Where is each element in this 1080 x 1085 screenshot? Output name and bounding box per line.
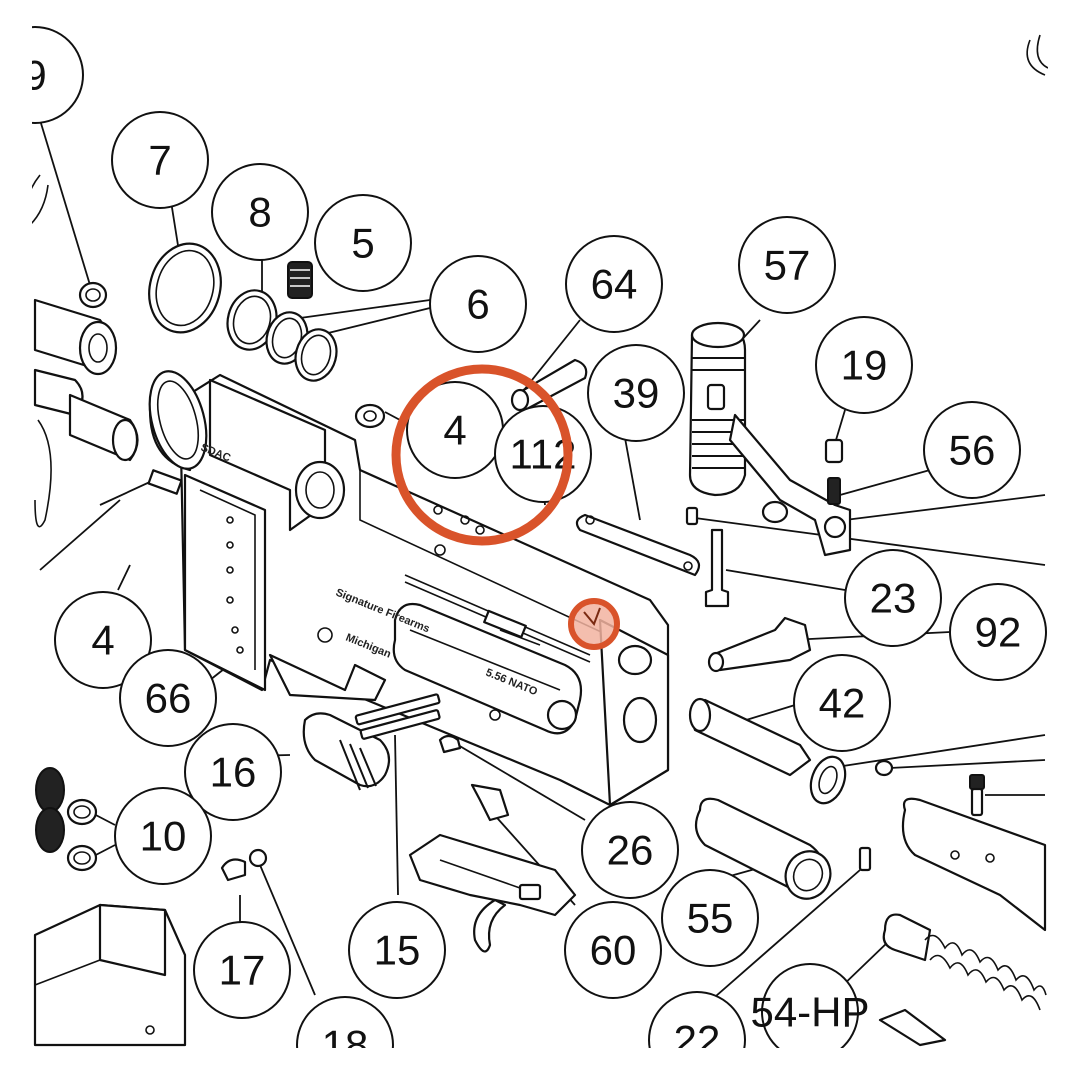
callout-54-hp: 54-HP — [750, 963, 870, 1061]
callout-label-54-hp: 54-HP — [750, 989, 869, 1036]
recoil-spring-part — [878, 913, 1047, 1047]
callout-label-19: 19 — [841, 342, 888, 389]
callout-label-4-upper: 4 — [443, 407, 466, 454]
receiver-body: SDAC Signature Firearms Michigan 5.56 NA… — [148, 370, 670, 807]
callout-label-7: 7 — [148, 137, 171, 184]
callout-label-26: 26 — [607, 827, 654, 874]
callout-label-60: 60 — [590, 927, 637, 974]
callout-label-23: 23 — [870, 575, 917, 622]
callout-56: 56 — [923, 401, 1021, 499]
callout-label-42: 42 — [819, 680, 866, 727]
right-margin — [1048, 0, 1080, 1080]
callout-label-8: 8 — [248, 189, 271, 236]
callout-label-39: 39 — [613, 370, 660, 417]
callout-7: 7 — [111, 111, 209, 209]
callout-8: 8 — [211, 163, 309, 261]
callout-bubbles: 9 7 8 5 6 64 57 19 — [0, 26, 1047, 1085]
callout-17: 17 — [193, 921, 291, 1019]
highlight-overlays — [391, 364, 620, 650]
callout-10: 10 — [114, 787, 212, 885]
callout-55: 55 — [661, 869, 759, 967]
callout-26: 26 — [581, 801, 679, 899]
left-margin — [0, 0, 32, 1080]
callout-label-17: 17 — [219, 947, 266, 994]
callout-5: 5 — [314, 194, 412, 292]
callout-label-55: 55 — [687, 895, 734, 942]
callout-label-5: 5 — [351, 220, 374, 267]
callout-label-57: 57 — [764, 242, 811, 289]
callout-4-lower: 4 — [54, 591, 152, 689]
callout-label-10: 10 — [140, 813, 187, 860]
callout-15: 15 — [348, 901, 446, 999]
callout-92: 92 — [949, 583, 1047, 681]
callout-23: 23 — [844, 549, 942, 647]
highlight-ring-large — [391, 364, 573, 546]
callout-label-6: 6 — [466, 281, 489, 328]
callout-57: 57 — [738, 216, 836, 314]
callout-64: 64 — [565, 235, 663, 333]
bottom-margin — [0, 1048, 1080, 1080]
trigger-group-part — [408, 833, 577, 953]
callout-42: 42 — [793, 654, 891, 752]
callout-label-66: 66 — [145, 675, 192, 722]
highlight-pointer-mark — [583, 607, 601, 626]
parts-line-art: SDAC Signature Firearms Michigan 5.56 NA… — [25, 34, 1049, 1047]
callout-19: 19 — [815, 316, 913, 414]
callout-6: 6 — [429, 255, 527, 353]
callout-label-64: 64 — [591, 261, 638, 308]
callout-label-4-lower: 4 — [91, 617, 114, 664]
callout-16: 16 — [184, 723, 282, 821]
callout-label-92: 92 — [975, 609, 1022, 656]
callout-112: 112 — [494, 405, 592, 503]
callout-60: 60 — [564, 901, 662, 999]
callout-label-15: 15 — [374, 927, 421, 974]
callout-39: 39 — [587, 344, 685, 442]
callout-label-16: 16 — [210, 749, 257, 796]
callout-label-56: 56 — [949, 427, 996, 474]
callout-66: 66 — [119, 649, 217, 747]
